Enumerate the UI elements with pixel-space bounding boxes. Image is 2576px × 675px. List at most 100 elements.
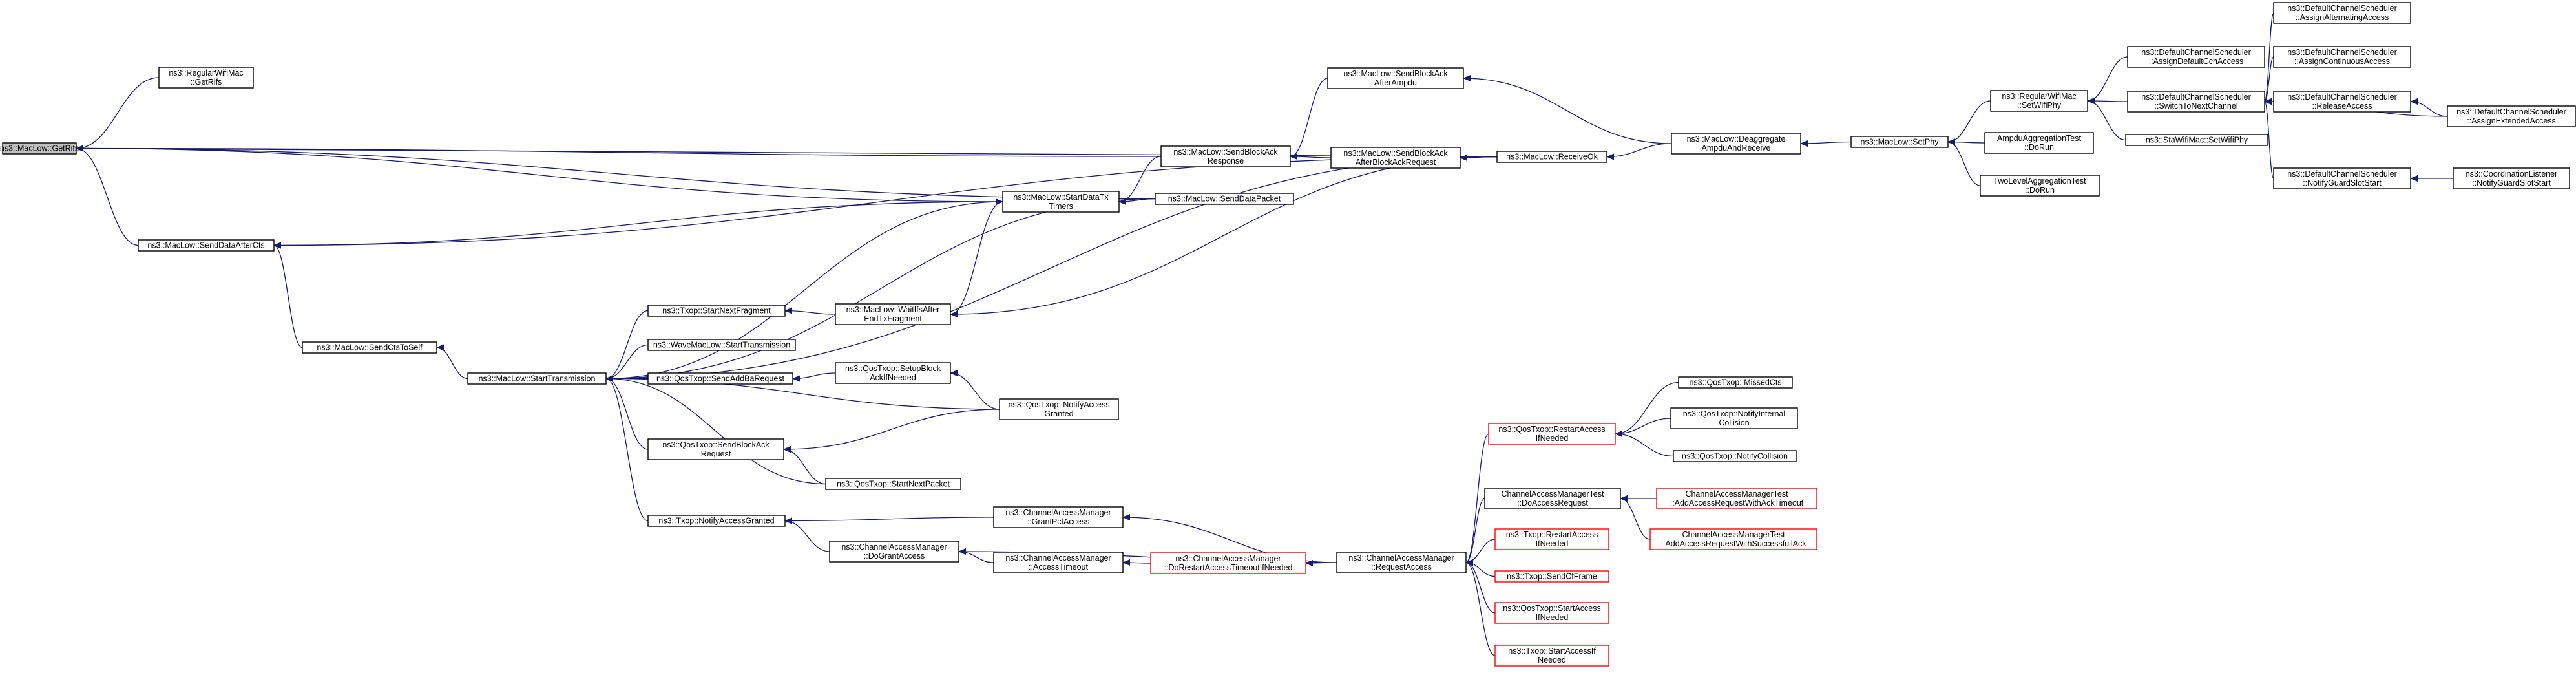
node-send-data-packet[interactable]: ns3::MacLow::SendDataPacket (1155, 193, 1294, 205)
node-box (647, 372, 793, 385)
node-box (302, 341, 437, 354)
node-txop-send-cf-frame[interactable]: ns3::Txop::SendCfFrame (1494, 570, 1609, 583)
node-txop-start-next-fragment[interactable]: ns3::Txop::StartNextFragment (647, 305, 786, 317)
node-notify-access-granted[interactable]: ns3::Txop::NotifyAccessGranted (647, 515, 786, 527)
node-send-add-ba-request[interactable]: ns3::QosTxop::SendAddBaRequest (647, 372, 793, 385)
node-label: ::AssignContinuousAccess (2294, 57, 2390, 66)
node-dcs-release-access[interactable]: ns3::DefaultChannelScheduler::ReleaseAcc… (2273, 91, 2411, 112)
node-dcs-switch-to-next-channel[interactable]: ns3::DefaultChannelScheduler::SwitchToNe… (2127, 91, 2265, 112)
node-cam-do-restart-access-timeout[interactable]: ns3::ChannelAccessManager::DoRestartAcce… (1150, 552, 1306, 574)
node-label: ns3::RegularWifiMac (2002, 92, 2076, 101)
node-qos-notify-access-granted[interactable]: ns3::QosTxop::NotifyAccessGranted (999, 398, 1119, 420)
node-box (647, 339, 796, 351)
edge-qos-start-next-packet-to-send-block-ack-request (783, 446, 826, 485)
edge-cam-request-access-to-cam-do-restart-access-timeout (1305, 559, 1337, 566)
node-label: Response (1208, 156, 1244, 166)
edge-start-data-tx-timers-to-start-transmission (605, 201, 1003, 382)
node-box (1494, 602, 1609, 624)
node-label: ns3::MacLow::ReceiveOk (1506, 153, 1598, 162)
node-label: TwoLevelAggregationTest (1993, 177, 2086, 186)
node-box (1336, 552, 1467, 573)
node-box (1656, 488, 1817, 509)
node-qos-start-next-packet[interactable]: ns3::QosTxop::StartNextPacket (825, 478, 961, 490)
node-reg-get-rifs[interactable]: ns3::RegularWifiMac::GetRifs (158, 67, 254, 89)
node-mac-low-set-phy[interactable]: ns3::MacLow::SetPhy (1850, 136, 1949, 148)
node-cam-test-do-access-request[interactable]: ChannelAccessManagerTest::DoAccessReques… (1484, 488, 1621, 509)
node-box (1670, 407, 1798, 429)
node-cam-access-timeout[interactable]: ns3::ChannelAccessManager::AccessTimeout (993, 552, 1124, 573)
node-coordination-listener[interactable]: ns3::CoordinationListener::NotifyGuardSl… (2453, 167, 2570, 189)
node-sta-set-wifi-phy[interactable]: ns3::StaWifiMac::SetWifiPhy (2125, 134, 2268, 146)
edge-send-cts-to-self-to-send-data-after-cts (273, 242, 303, 348)
node-label: ns3::QosTxop::NotifyCollision (1682, 452, 1788, 461)
node-cam-grant-pcf-access[interactable]: ns3::ChannelAccessManager::GrantPcfAcces… (993, 506, 1124, 528)
node-label: AckIfNeeded (870, 373, 916, 382)
node-label: IfNeeded (1536, 539, 1569, 548)
node-regular-set-wifi-phy[interactable]: ns3::RegularWifiMac::SetWifiPhy (1990, 90, 2088, 112)
node-qos-missed-cts[interactable]: ns3::QosTxop::MissedCts (1678, 376, 1793, 389)
node-label: ns3::MacLow::SendBlockAck (1343, 149, 1448, 158)
node-label: ns3::QosTxop::SendBlockAck (662, 440, 770, 449)
edge-txop-start-access-if-needed-to-cam-request-access (1465, 559, 1496, 656)
node-root[interactable]: ns3::MacLow::GetRifs (0, 142, 79, 155)
edge-qos-start-next-packet-to-start-transmission (605, 375, 826, 485)
node-two-level-aggregation-test[interactable]: TwoLevelAggregationTest::DoRun (1980, 175, 2100, 197)
edge-start-data-tx-timers-to-root (76, 145, 1003, 202)
node-cam-do-grant-access[interactable]: ns3::ChannelAccessManager::DoGrantAccess (829, 541, 959, 562)
node-dcs-assign-continuous-access[interactable]: ns3::DefaultChannelScheduler::AssignCont… (2273, 46, 2411, 68)
node-label: ns3::ChannelAccessManager (1005, 553, 1111, 562)
node-box (158, 67, 254, 89)
node-dcs-assign-extended-access[interactable]: ns3::DefaultChannelScheduler::AssignExte… (2447, 105, 2576, 127)
node-box (1484, 488, 1621, 509)
node-label: Needed (1538, 656, 1566, 665)
node-cam-test-add-successful-ack[interactable]: ChannelAccessManagerTest::AddAccessReque… (1649, 528, 1817, 550)
node-receive-ok[interactable]: ns3::MacLow::ReceiveOk (1496, 151, 1607, 163)
edge-send-block-ack-after-ampdu-to-send-block-ack-response (1290, 78, 1328, 160)
node-label: ::ReleaseAccess (2312, 102, 2372, 111)
node-label: ns3::QosTxop::RestartAccess (1498, 425, 1605, 434)
node-box (2125, 134, 2268, 146)
node-label: ::DoGrantAccess (864, 552, 925, 561)
node-start-transmission[interactable]: ns3::MacLow::StartTransmission (467, 372, 607, 385)
node-label: ::RequestAccess (1371, 562, 1432, 572)
node-label: ns3::MacLow::SendCtsToSelf (317, 343, 423, 352)
node-dcs-assign-alternating-access[interactable]: ns3::DefaultChannelScheduler::AssignAlte… (2273, 2, 2411, 24)
node-dcs-notify-guard-slot-start[interactable]: ns3::DefaultChannelScheduler::NotifyGuar… (2273, 167, 2411, 189)
node-box (835, 303, 951, 325)
node-dcs-assign-default-cch-access[interactable]: ns3::DefaultChannelScheduler::AssignDefa… (2127, 46, 2265, 68)
node-label: ::AddAccessRequestWithAckTimeout (1670, 498, 1804, 508)
node-wave-start-transmission[interactable]: ns3::WaveMacLow::StartTransmission (647, 339, 796, 351)
node-send-cts-to-self[interactable]: ns3::MacLow::SendCtsToSelf (302, 341, 437, 354)
edge-cam-do-grant-access-to-notify-access-granted (784, 517, 830, 552)
node-cam-test-add-ack-timeout[interactable]: ChannelAccessManagerTest::AddAccessReque… (1656, 488, 1817, 509)
node-cam-request-access[interactable]: ns3::ChannelAccessManager::RequestAccess (1336, 552, 1467, 573)
edge-notify-access-granted-to-start-transmission (605, 375, 649, 522)
node-box (1850, 136, 1949, 148)
edge-dcs-switch-to-next-channel-to-regular-set-wifi-phy (2087, 98, 2128, 105)
edge-qos-notify-access-granted-to-setup-block-ack-if-needed (950, 370, 1000, 410)
node-ampdu-aggregation-test[interactable]: AmpduAggregationTest::DoRun (1984, 132, 2094, 154)
node-box (1002, 191, 1120, 213)
edge-regular-set-wifi-phy-to-mac-low-set-phy (1947, 100, 1991, 145)
node-label: ChannelAccessManagerTest (1501, 489, 1604, 498)
node-label: ns3::ChannelAccessManager (1175, 554, 1281, 563)
node-send-data-after-cts[interactable]: ns3::MacLow::SendDataAfterCts (138, 239, 275, 252)
node-qos-notify-collision[interactable]: ns3::QosTxop::NotifyCollision (1673, 450, 1797, 462)
node-label: AmpduAggregationTest (1997, 134, 2081, 143)
node-box (138, 239, 275, 252)
node-send-block-ack-after-block-ack-request[interactable]: ns3::MacLow::SendBlockAckAfterBlockAckRe… (1330, 147, 1461, 169)
